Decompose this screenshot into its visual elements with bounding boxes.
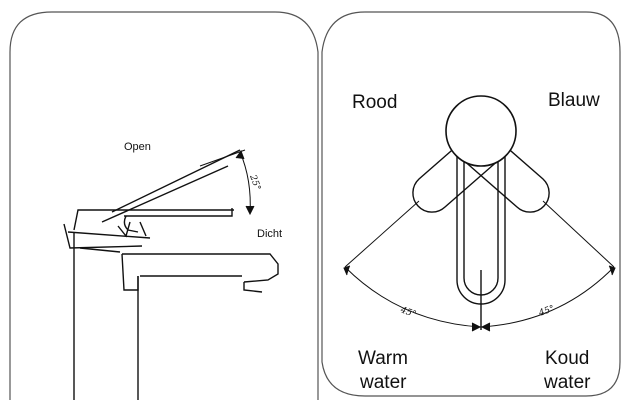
lever-cold-position <box>460 130 550 213</box>
right-panel: 45° 45° Rood Blauw Warm water Koud water <box>321 11 621 397</box>
label-red: Rood <box>352 92 397 113</box>
label-warm-line1: Warm <box>358 348 408 369</box>
label-open: Open <box>124 141 151 153</box>
angle-right-label: 45° <box>537 304 556 319</box>
label-closed: Dicht <box>257 228 282 240</box>
label-cold-line1: Koud <box>545 348 589 369</box>
right-panel-frame <box>321 11 621 397</box>
angle-left-label: 45° <box>398 305 417 320</box>
lever-open <box>101 149 241 238</box>
lever-center <box>456 150 506 330</box>
left-panel-frame <box>9 11 319 400</box>
left-panel: 25° Open Dicht <box>9 11 319 400</box>
label-warm-line2: water <box>359 372 407 393</box>
label-cold-line2: water <box>543 372 591 393</box>
lever-closed <box>123 208 233 237</box>
label-blue: Blauw <box>548 90 600 111</box>
lever-warm-position <box>412 130 502 213</box>
rotation-range <box>343 200 616 332</box>
lever-angle-indicator <box>199 149 255 216</box>
handle-knob <box>445 95 517 167</box>
faucet-body <box>63 209 279 293</box>
